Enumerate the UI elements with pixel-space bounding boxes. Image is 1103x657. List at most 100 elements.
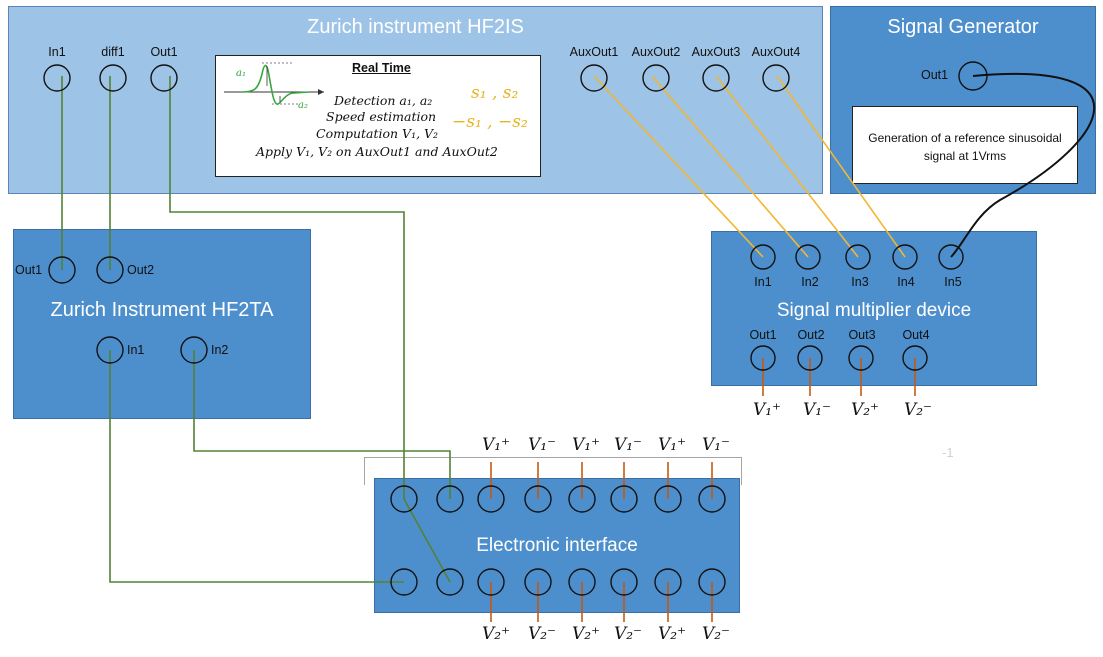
realtime-s-negative: −s₁ , −s₂ (452, 112, 528, 132)
stray-mark: -1 (942, 445, 954, 460)
port-mult-out3 (848, 345, 874, 371)
realtime-apply: Apply V₁, V₂ on AuxOut1 and AuxOut2 (256, 144, 498, 159)
port-mult-in3 (845, 244, 871, 270)
label-ta-in1: In1 (127, 343, 145, 357)
electronic-interface-title: Electronic interface (476, 535, 638, 556)
a2-label: a₂ (298, 100, 308, 111)
port-ta-in1 (96, 336, 124, 364)
port-siggen-out1 (958, 61, 988, 91)
label-mult-out4: Out4 (902, 328, 930, 342)
label-mult-in4: In4 (897, 275, 915, 289)
port-hf2is-aux2 (642, 64, 670, 92)
voltage-if-bottom-5: V₂⁺ (657, 624, 687, 644)
port-if-top-1 (390, 485, 418, 513)
realtime-title: Real Time (352, 61, 411, 75)
hf2ta-title: Zurich Instrument HF2TA (50, 299, 274, 321)
label-hf2is-aux4: AuxOut4 (751, 45, 801, 59)
port-hf2is-aux3 (702, 64, 730, 92)
port-hf2is-diff1 (99, 64, 127, 92)
voltage-mult-out3: V₂⁺ (850, 400, 880, 420)
voltage-if-bottom-2: V₂⁻ (527, 624, 557, 644)
label-hf2is-aux1: AuxOut1 (569, 45, 619, 59)
label-hf2is-in1: In1 (48, 45, 66, 59)
signal-multiplier-panel: Signal multiplier device (711, 231, 1037, 386)
realtime-speed: Speed estimation (326, 109, 437, 124)
realtime-detection: Detection a₁, a₂ (334, 93, 433, 108)
port-hf2is-in1 (43, 64, 71, 92)
label-mult-in1: In1 (754, 275, 772, 289)
port-mult-out2 (797, 345, 823, 371)
realtime-computation: Computation V₁, V₂ (316, 126, 439, 141)
port-if-bottom-1 (390, 568, 418, 596)
port-if-top-2 (436, 485, 464, 513)
wire-aux4-to-in4 (776, 75, 906, 258)
voltage-if-bottom-1: V₂⁺ (481, 624, 511, 644)
voltage-if-top-6: V₁⁻ (701, 435, 731, 455)
port-if-top-6 (610, 485, 638, 513)
port-ta-out2 (96, 256, 124, 284)
port-if-top-4 (524, 485, 552, 513)
voltage-if-top-1: V₁⁺ (481, 435, 511, 455)
port-if-bottom-3 (477, 568, 505, 596)
port-mult-in2 (795, 244, 821, 270)
port-if-top-3 (477, 485, 505, 513)
label-siggen-out1: Out1 (921, 68, 949, 82)
port-mult-out1 (750, 345, 776, 371)
label-hf2is-out1: Out1 (150, 45, 178, 59)
voltage-if-top-4: V₁⁻ (613, 435, 643, 455)
voltage-if-top-5: V₁⁺ (657, 435, 687, 455)
signal-multiplier-title: Signal multiplier device (776, 300, 972, 321)
voltage-if-bottom-4: V₂⁻ (613, 624, 643, 644)
port-ta-in2 (180, 336, 208, 364)
label-mult-in2: In2 (801, 275, 819, 289)
port-hf2is-aux1 (580, 64, 608, 92)
label-ta-out1: Out1 (15, 263, 43, 277)
port-ta-out1 (48, 256, 76, 284)
voltage-if-bottom-6: V₂⁻ (701, 624, 731, 644)
label-mult-out2: Out2 (797, 328, 825, 342)
voltage-if-bottom-3: V₂⁺ (571, 624, 601, 644)
port-if-bottom-4 (524, 568, 552, 596)
port-mult-in5 (938, 244, 964, 270)
port-mult-in4 (892, 244, 918, 270)
voltage-mult-out1: V₁⁺ (752, 400, 782, 420)
wire-ta-in1-to-interface (109, 350, 404, 583)
label-mult-out3: Out3 (848, 328, 876, 342)
label-hf2is-aux2: AuxOut2 (631, 45, 681, 59)
voltage-if-top-3: V₁⁺ (571, 435, 601, 455)
port-if-bottom-5 (568, 568, 596, 596)
electronic-interface-panel: Electronic interface (374, 478, 740, 613)
reference-signal-text: Generation of a reference sinusoidal sig… (868, 131, 1062, 163)
port-if-top-5 (568, 485, 596, 513)
label-hf2is-diff1: diff1 (101, 45, 125, 59)
wire-out1-to-interface (169, 76, 405, 499)
label-mult-out1: Out1 (749, 328, 777, 342)
label-hf2is-aux3: AuxOut3 (691, 45, 741, 59)
waveform-icon: a₁ a₂ (224, 62, 324, 111)
voltage-mult-out2: V₁⁻ (802, 400, 832, 420)
signal-generator-title: Signal Generator (887, 16, 1039, 38)
realtime-box: Real Time Detection a₁, a₂ Speed estimat… (215, 55, 541, 177)
reference-signal-box: Generation of a reference sinusoidal sig… (852, 106, 1078, 184)
label-mult-in5: In5 (944, 275, 962, 289)
wire-ta-in2-to-interface (193, 350, 451, 499)
label-ta-out2: Out2 (127, 263, 155, 277)
port-hf2is-out1 (150, 64, 178, 92)
port-hf2is-aux4 (762, 64, 790, 92)
voltage-if-top-2: V₁⁻ (527, 435, 557, 455)
port-mult-in1 (750, 244, 776, 270)
port-if-bottom-7 (654, 568, 682, 596)
wire-interface-cross (403, 498, 451, 583)
interface-label-bracket (364, 457, 742, 485)
port-if-bottom-6 (610, 568, 638, 596)
wire-aux1-to-in1 (593, 75, 764, 258)
realtime-s-positive: s₁ , s₂ (471, 83, 519, 103)
port-if-top-7 (654, 485, 682, 513)
voltage-mult-out4: V₂⁻ (903, 400, 933, 420)
wire-siggen-to-in5 (950, 72, 1096, 258)
label-ta-in2: In2 (211, 343, 229, 357)
hf2is-title: Zurich instrument HF2IS (307, 16, 524, 38)
a1-label: a₁ (236, 68, 246, 79)
port-mult-out4 (902, 345, 928, 371)
